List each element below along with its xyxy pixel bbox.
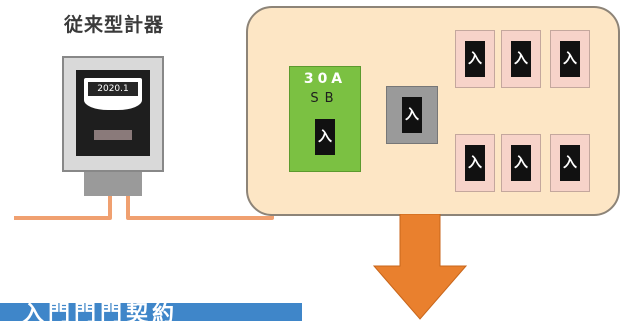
earth-leakage-breaker-switch: 入 [402, 97, 422, 133]
branch-breaker-switch: 入 [560, 41, 580, 77]
branch-breaker: 入 [550, 30, 590, 88]
branch-breaker: 入 [455, 30, 495, 88]
branch-breaker: 入 [501, 30, 541, 88]
conventional-meter: 2020.1 [62, 56, 164, 172]
meter-slot [94, 130, 132, 140]
branch-breaker: 入 [550, 134, 590, 192]
meter-face: 2020.1 [76, 70, 150, 156]
branch-breaker-switch: 入 [560, 145, 580, 181]
meter-base [84, 170, 142, 196]
section-banner: 入門門門契約 [0, 303, 302, 321]
branch-breaker-switch: 入 [511, 145, 531, 181]
branch-breaker: 入 [501, 134, 541, 192]
earth-leakage-breaker: 入 [386, 86, 438, 144]
service-breaker-amperage: 30A [303, 71, 347, 87]
branch-breaker-switch: 入 [511, 41, 531, 77]
service-breaker-switch: 入 [315, 119, 335, 155]
service-breaker: 30A SB 入 [289, 66, 361, 172]
branch-breaker: 入 [455, 134, 495, 192]
meter-title: 従来型計器 [64, 14, 165, 36]
meter-feed-wire-left [14, 192, 112, 220]
branch-breaker-switch: 入 [465, 41, 485, 77]
arrow-down-icon [372, 214, 468, 320]
service-breaker-label: SB [310, 91, 340, 106]
meter-window: 2020.1 [84, 78, 142, 110]
meter-reading: 2020.1 [88, 82, 138, 96]
branch-breaker-switch: 入 [465, 145, 485, 181]
